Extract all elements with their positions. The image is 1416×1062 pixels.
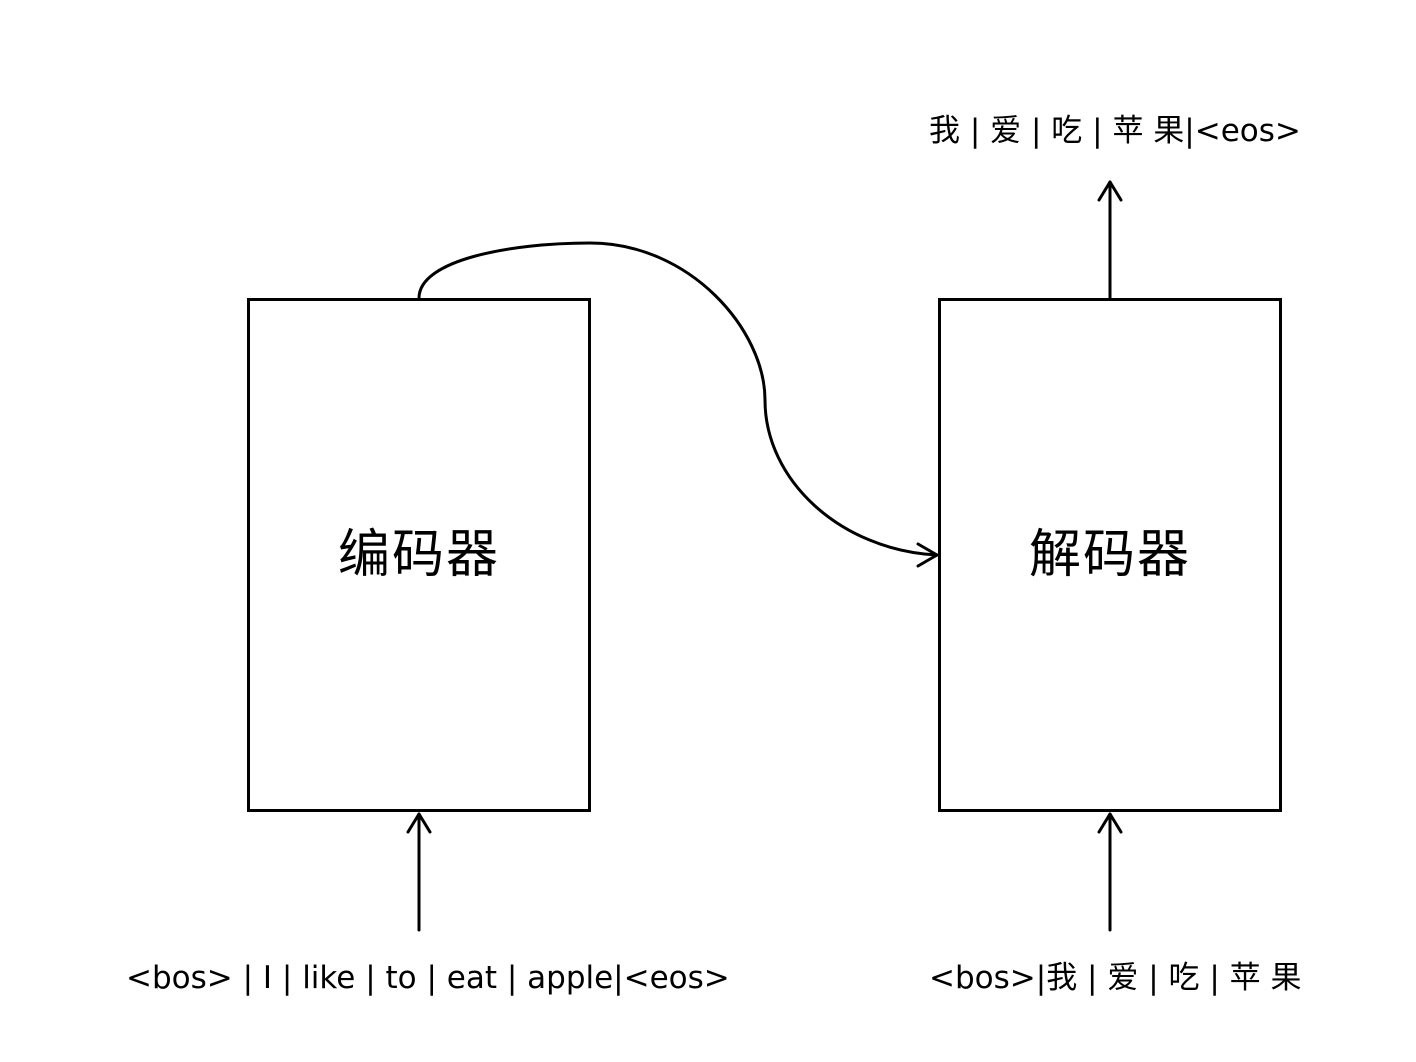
decoder-input-arrow [1097,812,1123,932]
encoder-input-arrow [406,812,432,932]
decoder-output-arrow [1097,180,1123,300]
encoder-box: 编码器 [247,298,591,812]
encoder-label: 编码器 [337,525,500,585]
decoder-input-text: <bos>|我 | 爱 | 吃 | 苹 果 [929,960,1302,996]
decoder-output-text: 我 | 爱 | 吃 | 苹 果|<eos> [929,113,1301,149]
decoder-box: 解码器 [938,298,1282,812]
encoder-to-decoder-arrow [417,241,939,568]
encoder-input-text: <bos> | I | like | to | eat | apple|<eos… [126,960,730,996]
decoder-label: 解码器 [1028,525,1191,585]
